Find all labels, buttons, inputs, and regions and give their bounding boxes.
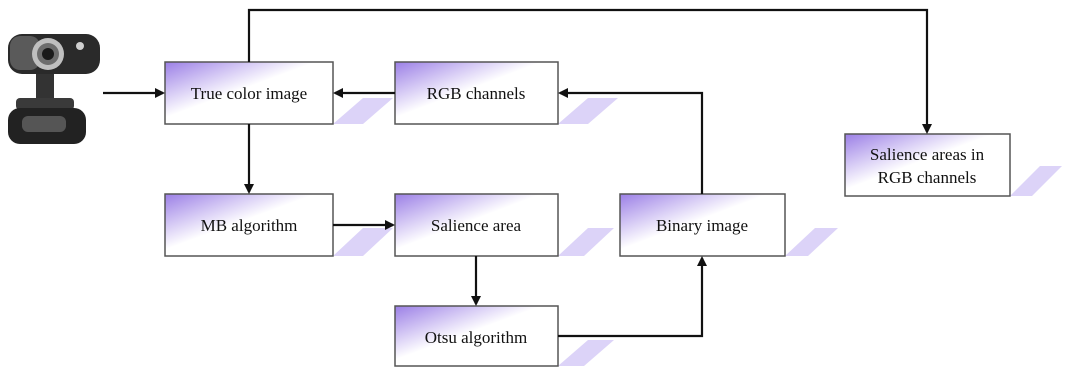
node-label: Salience area [431,216,522,235]
node-label-line2: RGB channels [878,168,977,187]
node-mb-algorithm: MB algorithm [164,193,334,257]
node-salience-areas-rgb: Salience areas in RGB channels [844,133,1011,197]
node-label-line1: Salience areas in [870,145,985,164]
node-label: Binary image [656,216,748,235]
node-label: True color image [191,84,307,103]
node-label: Otsu algorithm [425,328,527,347]
arrow-binary-to-rgb [558,88,704,194]
node-otsu-algorithm: Otsu algorithm [394,305,559,367]
node-label: MB algorithm [201,216,298,235]
node-binary-image: Binary image [619,193,786,257]
arrow-otsu-to-binary [558,256,707,338]
node-salience-area: Salience area [394,193,559,257]
arrow-true-color-to-salience-rgb [247,8,932,134]
node-true-color-image: True color image [164,61,334,125]
webcam-icon [8,34,100,144]
node-rgb-channels: RGB channels [394,61,559,125]
node-label: RGB channels [427,84,526,103]
